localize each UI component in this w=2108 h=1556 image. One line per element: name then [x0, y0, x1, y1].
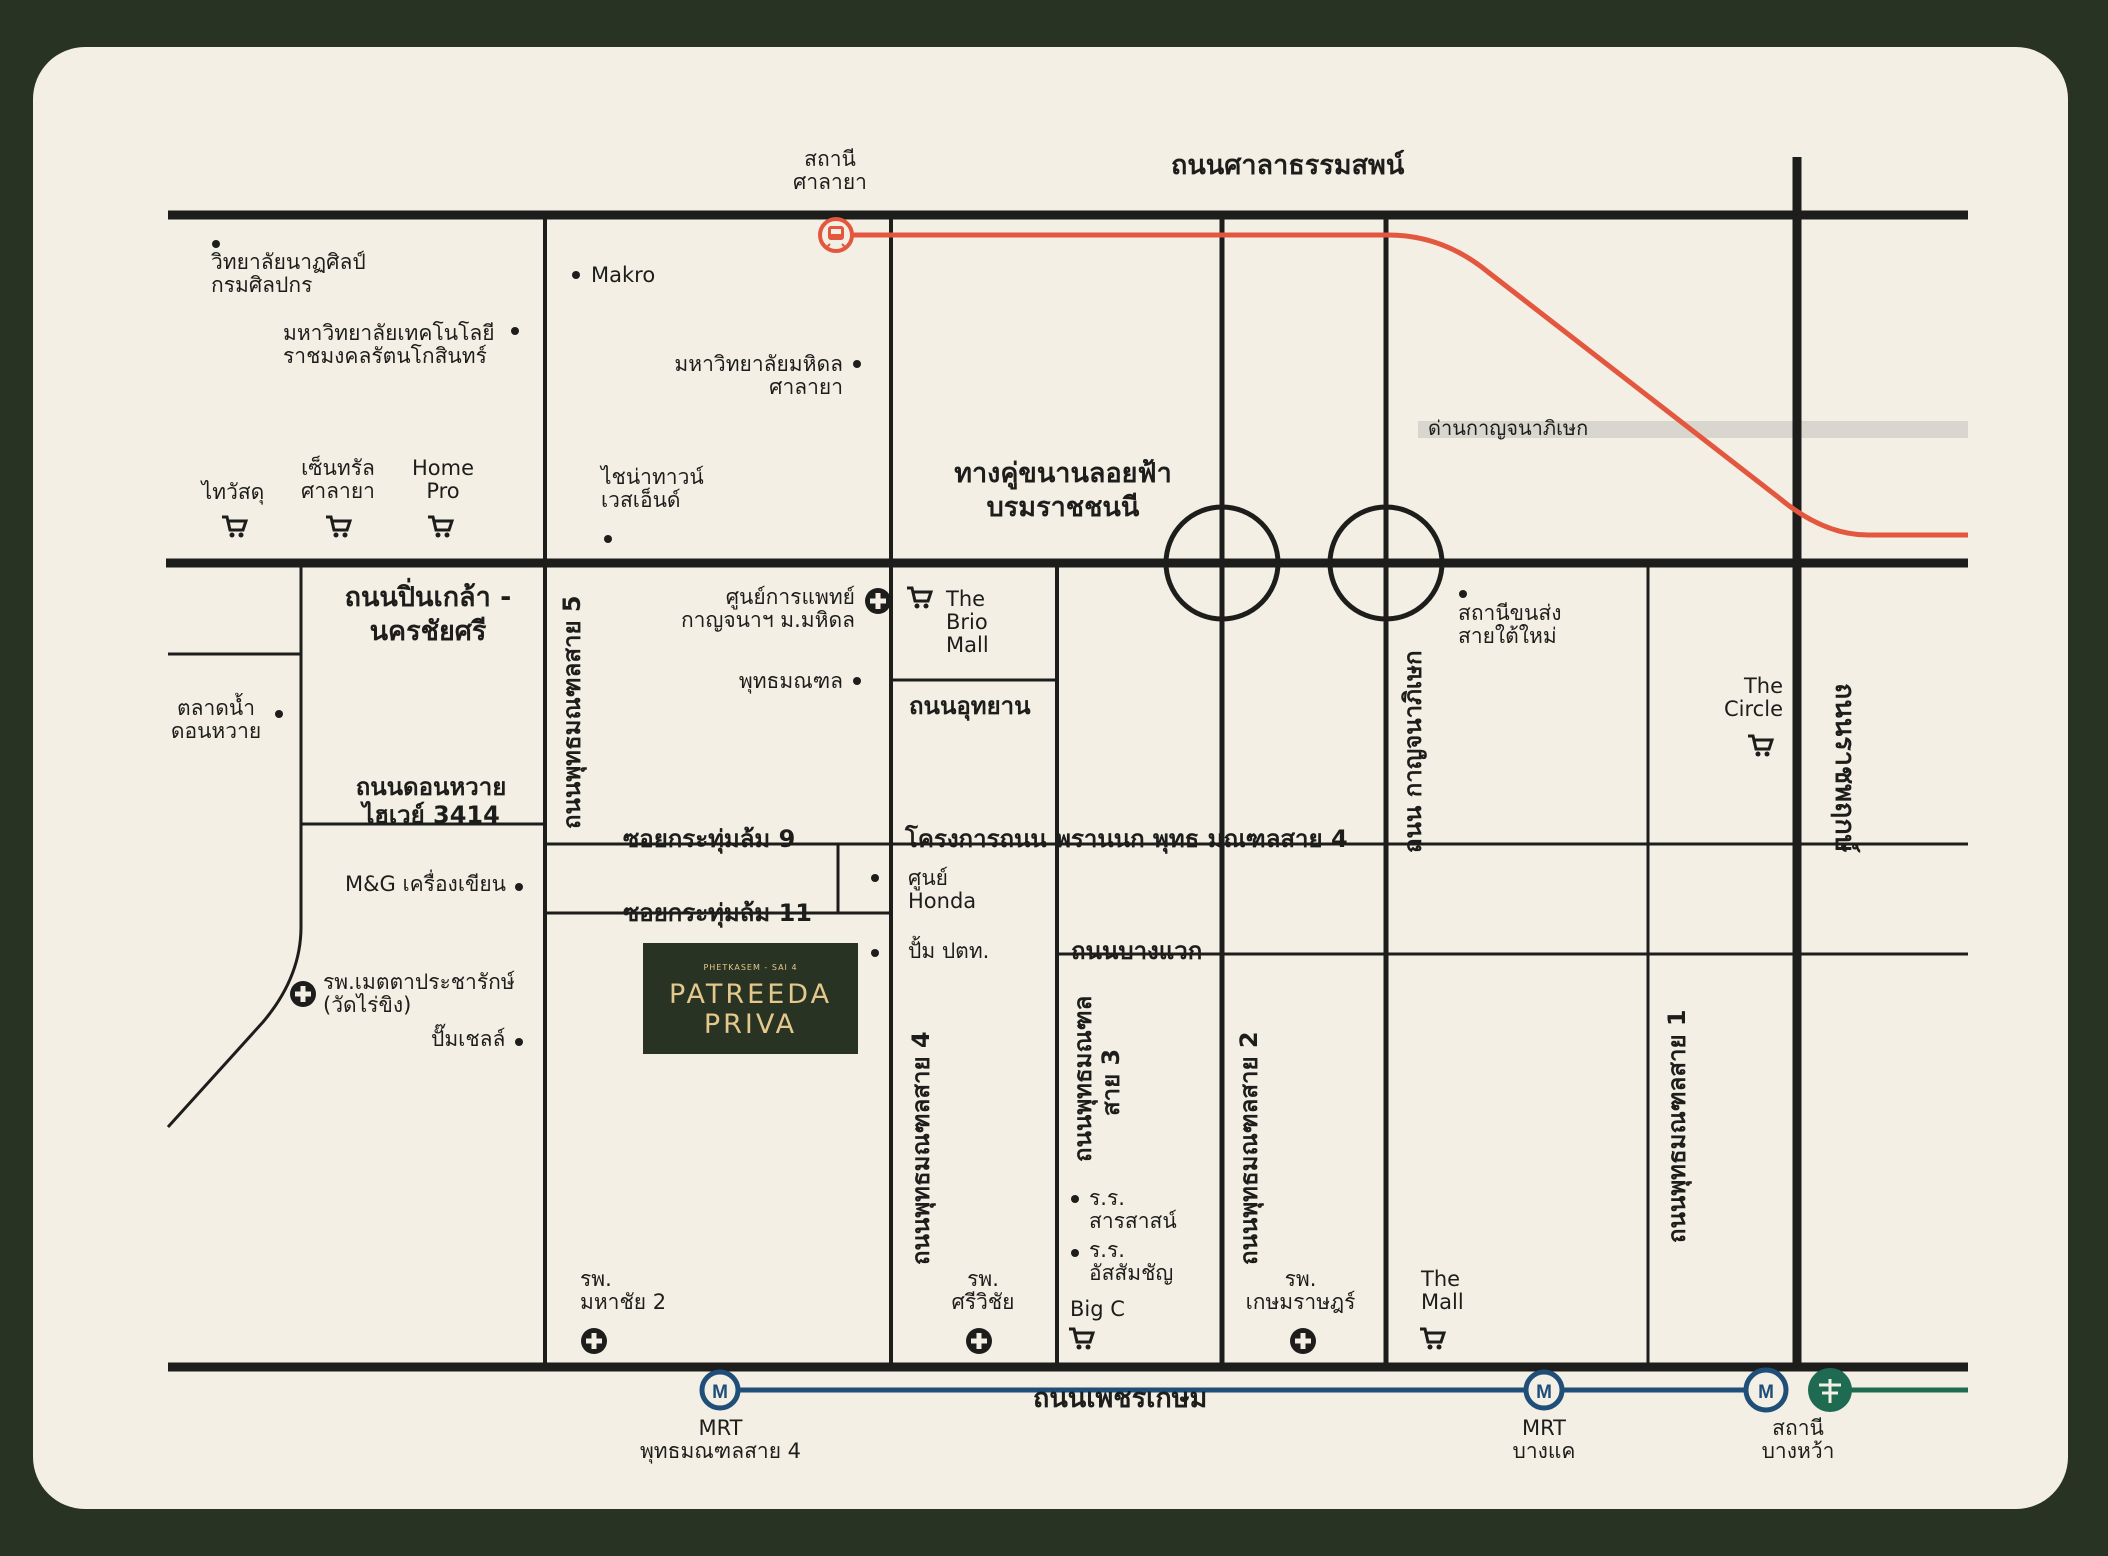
project-name-line2: PRIVA [703, 1009, 798, 1040]
place-buddhamonthon: พุทธมณฑล [738, 669, 843, 693]
road-label-kanchana: ถนน กาญจนาภิเษก [1399, 650, 1427, 853]
road-label-phet-kasem: ถนนเพชรเกษม [1033, 1383, 1208, 1414]
hospital-cross-icon [581, 1328, 607, 1354]
dot-marker [212, 240, 1467, 1257]
road-label-sai5: ถนนพุทธมณฑลสาย 5 [558, 595, 586, 829]
place-shell: ปั๊มเชลล์ [431, 1027, 506, 1051]
road-label-sai4: ถนนพุทธมณฑลสาย 4 [907, 1031, 935, 1265]
toll-label: ด่านกาญจนาภิเษก [1428, 416, 1589, 440]
place-assumption-school: ร.ร. อัสสัมชัญ [1089, 1238, 1174, 1285]
place-ptt: ปั้ม ปตท. [908, 939, 990, 963]
svg-text:M: M [712, 1382, 728, 1403]
place-rmutr: มหาวิทยาลัยเทคโนโลยี ราชมงคลรัตนโกสินทร์ [283, 321, 495, 368]
svg-text:M: M [1758, 1382, 1774, 1403]
station-bangwa[interactable]: สถานี บางหว้า [1761, 1416, 1835, 1463]
svg-text:M: M [1536, 1382, 1552, 1403]
place-big-c: Big C [1070, 1297, 1125, 1321]
cart-icon [1069, 1327, 1096, 1350]
road-map: M M M [166, 157, 1968, 1413]
mrt-icon: M [1743, 1367, 1789, 1413]
place-mahachai-hospital: รพ. มหาชัย 2 [580, 1267, 667, 1314]
place-homepro: Home Pro [411, 456, 474, 503]
place-makro: Makro [591, 263, 656, 287]
road-label-ratchaphruek: ถนนราชพฤกษ์ [1829, 683, 1860, 853]
place-central-salaya: เซ็นทรัล ศาลายา [301, 456, 375, 503]
road-label-sala-thammasop: ถนนศาลาธรรมสพน์ [1171, 150, 1405, 181]
project-name-line1: PATREEDA [668, 979, 833, 1010]
cart-icon [428, 515, 455, 538]
place-metta-hospital: รพ.เมตตาประชารักษ์ (วัดไร่ขิง) [323, 970, 515, 1017]
interchange-circle [1327, 504, 1445, 622]
map-card: M M M [33, 47, 2068, 1509]
road-label-utthayan: ถนนอุทยาน [909, 692, 1031, 720]
road-label-soi9: ซอยกระทุ่มล้ม 9 [623, 825, 796, 853]
place-brio-mall: The Brio Mall [946, 587, 989, 657]
hospital-cross-icon [1290, 1328, 1316, 1354]
road-label-parallel: ทางคู่ขนานลอยฟ้า บรมราชชนนี [954, 458, 1172, 523]
interchange-circle [1163, 504, 1281, 622]
place-the-mall: The Mall [1421, 1267, 1464, 1314]
place-floating-market: ตลาดน้ำ ดอนหวาย [170, 696, 262, 743]
train-icon [818, 217, 854, 253]
cart-icon [1748, 734, 1775, 757]
road-label-sai1: ถนนพุทธมณฑลสาย 1 [1663, 1009, 1691, 1243]
cart-icon [326, 515, 353, 538]
road-label-sai3: ถนนพุทธมณฑล สาย 3 [1069, 995, 1125, 1162]
place-mahidol: มหาวิทยาลัยมหิดล ศาลายา [674, 352, 843, 399]
place-medical-center: ศูนย์การแพทย์ กาญจนาฯ ม.มหิดล [680, 585, 855, 632]
road-label-bang-waek: ถนนบางแวก [1071, 937, 1203, 965]
project-logo[interactable]: PHETKASEM - SAI 4 PATREEDA PRIVA [643, 943, 858, 1054]
place-sriwichai-hospital: รพ. ศรีวิชัย [951, 1267, 1015, 1314]
station-mrt-sai4[interactable]: MRT พุทธมณฑลสาย 4 [639, 1416, 802, 1463]
place-mg-stationery: M&G เครื่องเขียน [345, 872, 507, 896]
road-label-project-road: โครงการถนน พรานนก พุทธ มณฑลสาย 4 [905, 825, 1348, 853]
place-thaiwatsadu: ไทวัสดุ [201, 480, 265, 504]
road-label-sai2: ถนนพุทธมณฑลสาย 2 [1235, 1031, 1263, 1265]
bts-icon [1808, 1368, 1852, 1412]
hospital-cross-icon [290, 981, 316, 1007]
mrt-icon: M [699, 1369, 741, 1411]
station-salaya[interactable]: สถานี ศาลายา [793, 147, 867, 194]
srt-red-line [828, 232, 1968, 538]
place-bus-terminal: สถานีขนส่ง สายใต้ใหม่ [1458, 601, 1562, 648]
place-chinatown: ไชน่าทาวน์ เวสเอ็นด์ [601, 465, 704, 512]
hospital-cross-icon [966, 1328, 992, 1354]
road-label-donwai: ถนนดอนหวาย ไฮเวย์ 3414 [355, 773, 507, 829]
project-tag: PHETKASEM - SAI 4 [703, 963, 798, 972]
cart-icon [222, 515, 249, 538]
hospital-cross-icon [865, 588, 891, 614]
place-kasemrad-hospital: รพ. เกษมราษฎร์ [1245, 1267, 1356, 1314]
cart-icon [907, 586, 934, 609]
place-fine-arts-college: วิทยาลัยนาฏศิลป์ กรมศิลปกร [211, 250, 366, 297]
place-the-circle: The Circle [1724, 674, 1783, 721]
place-sarasas-school: ร.ร. สารสาสน์ [1089, 1186, 1177, 1233]
road-label-pinklao: ถนนปิ่นเกล้า - นครชัยศรี [344, 582, 512, 647]
road-label-soi11: ซอยกระทุ่มล้ม 11 [623, 899, 812, 927]
place-honda: ศูนย์ Honda [908, 866, 977, 913]
cart-icon [1420, 1327, 1447, 1350]
station-mrt-bangkhae[interactable]: MRT บางแค [1512, 1416, 1576, 1463]
mrt-icon: M [1523, 1369, 1565, 1411]
